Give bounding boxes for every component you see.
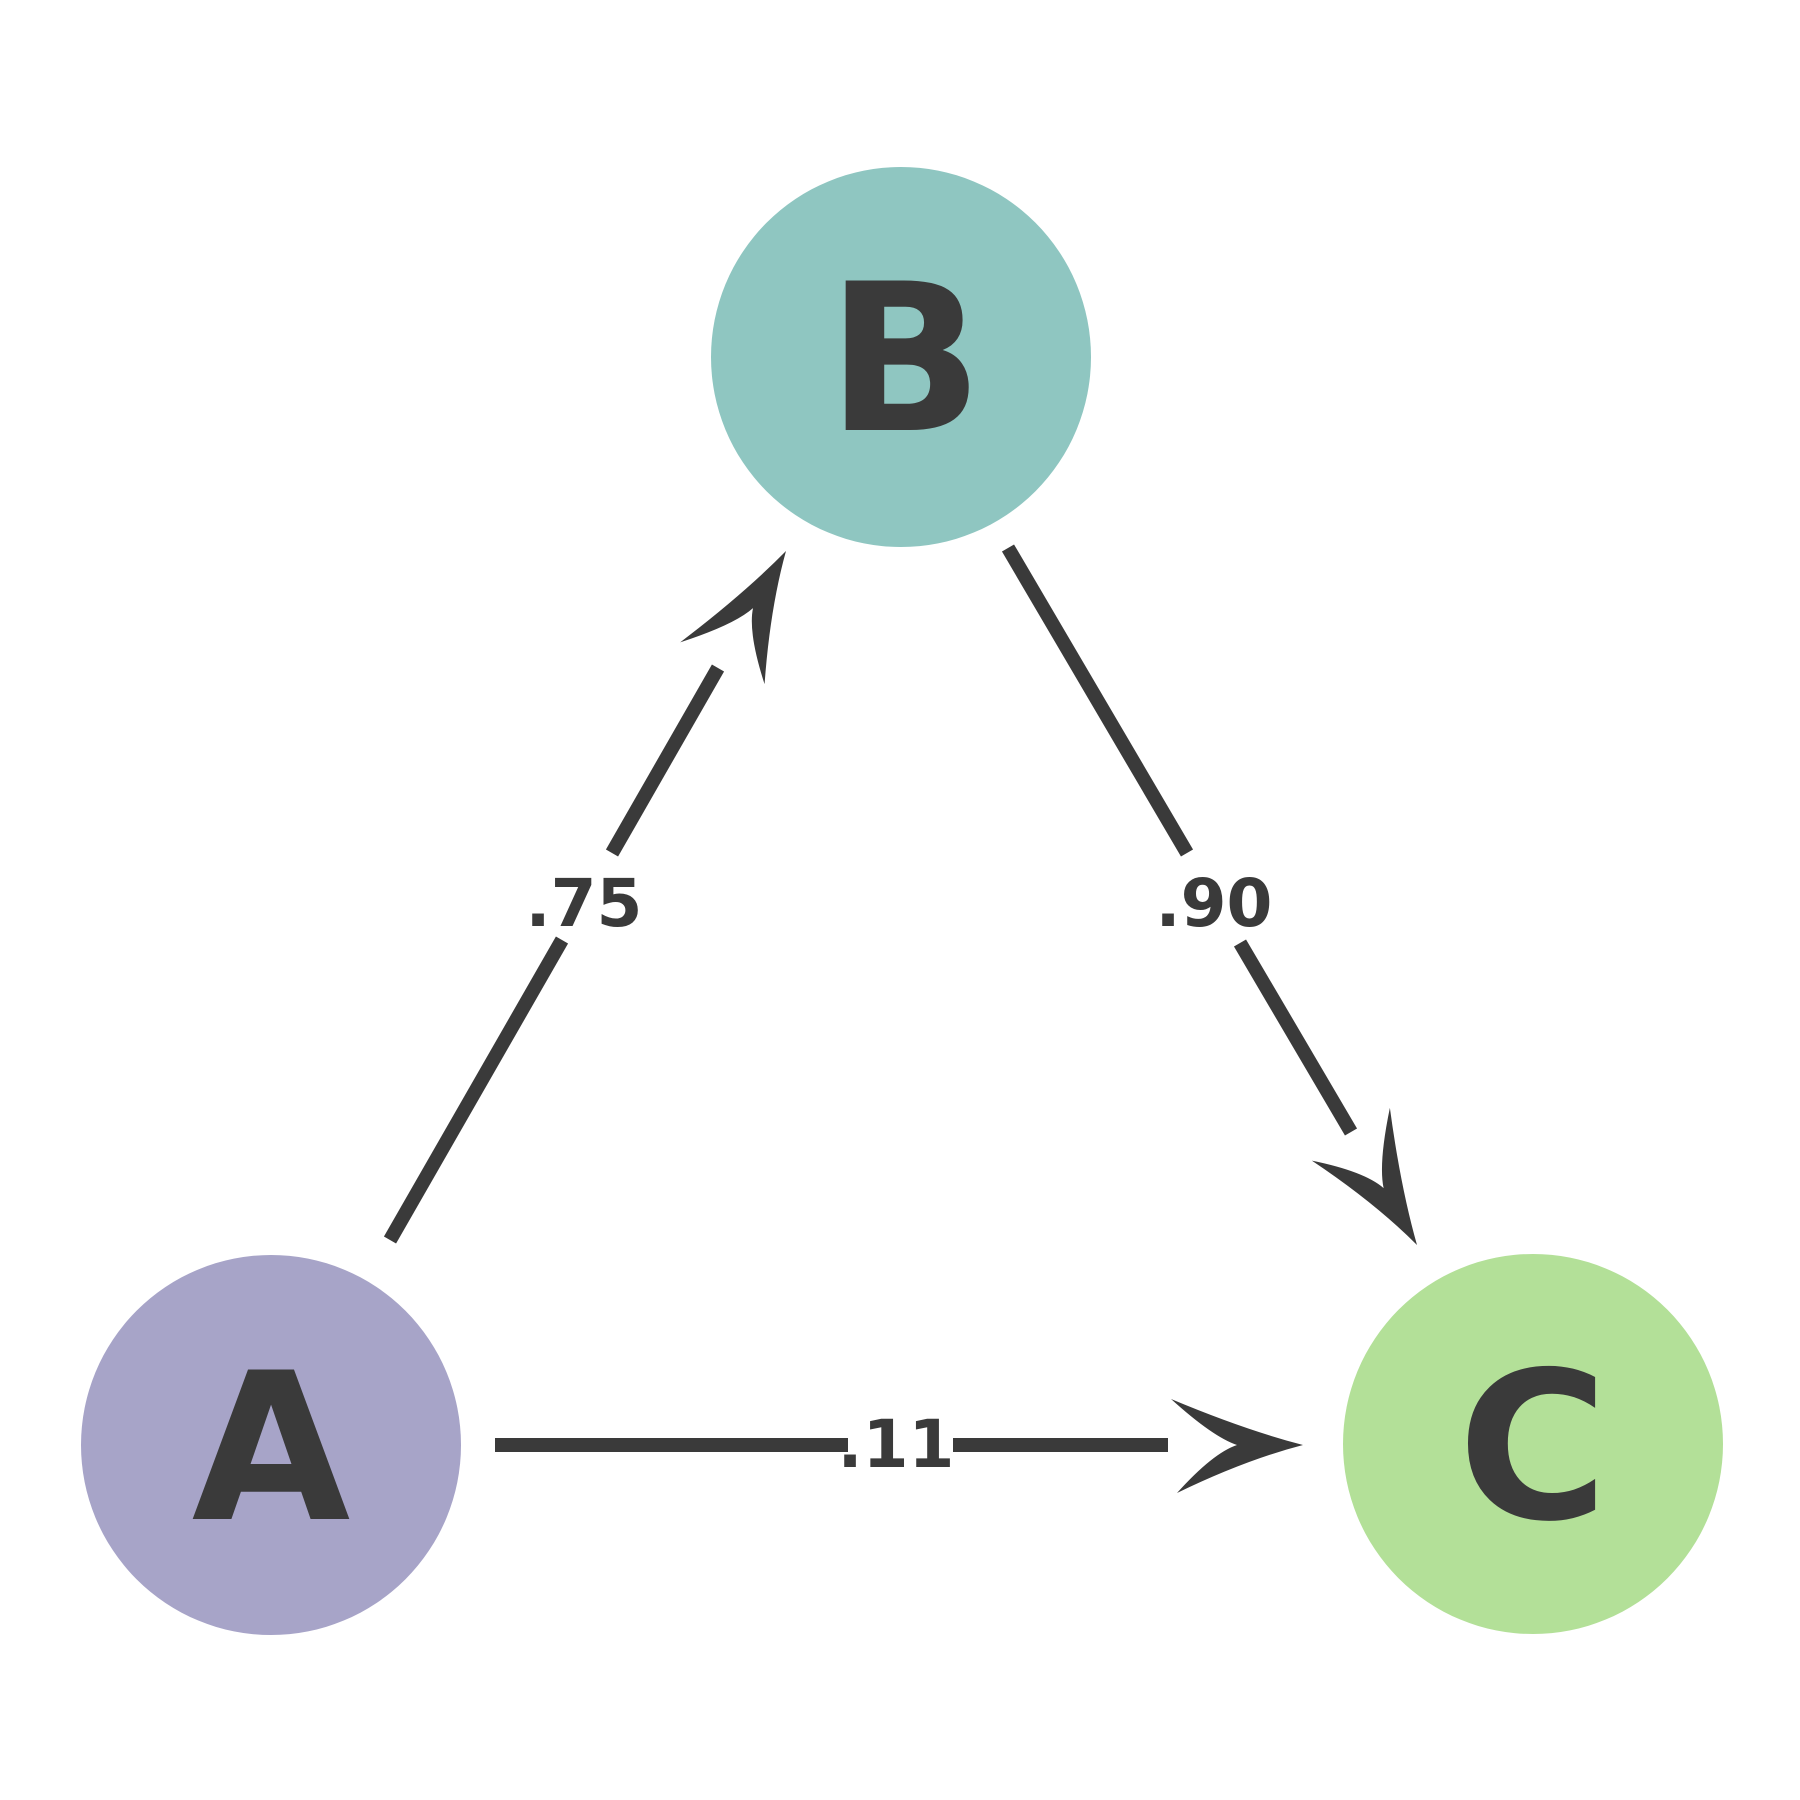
edge-b-c-segment-upper xyxy=(1001,544,1194,857)
node-a: A xyxy=(81,1255,461,1635)
node-b-circle xyxy=(711,167,1091,547)
edge-b-c-segment-lower xyxy=(1233,939,1358,1136)
edge-a-b: .75 xyxy=(383,551,786,1244)
arrowhead-a-b-icon xyxy=(680,551,786,685)
arrowhead-b-c-icon xyxy=(1311,1107,1417,1245)
node-c: C xyxy=(1343,1254,1723,1634)
node-b-label: B xyxy=(827,241,983,479)
node-b: B xyxy=(711,167,1091,547)
node-c-label: C xyxy=(1458,1329,1608,1567)
arrowhead-a-c-icon xyxy=(1171,1399,1303,1493)
edge-a-b-segment-lower xyxy=(383,936,569,1244)
edge-a-b-weight-label: .75 xyxy=(526,865,643,942)
edge-a-b-segment-upper xyxy=(605,664,725,857)
edge-a-c: .11 xyxy=(495,1399,1303,1493)
node-a-label: A xyxy=(192,1330,351,1568)
edge-b-c: .90 xyxy=(1001,544,1417,1245)
edge-a-c-weight-label: .11 xyxy=(838,1406,955,1483)
node-c-circle xyxy=(1343,1254,1723,1634)
node-a-circle xyxy=(81,1255,461,1635)
edge-b-c-weight-label: .90 xyxy=(1156,865,1273,942)
